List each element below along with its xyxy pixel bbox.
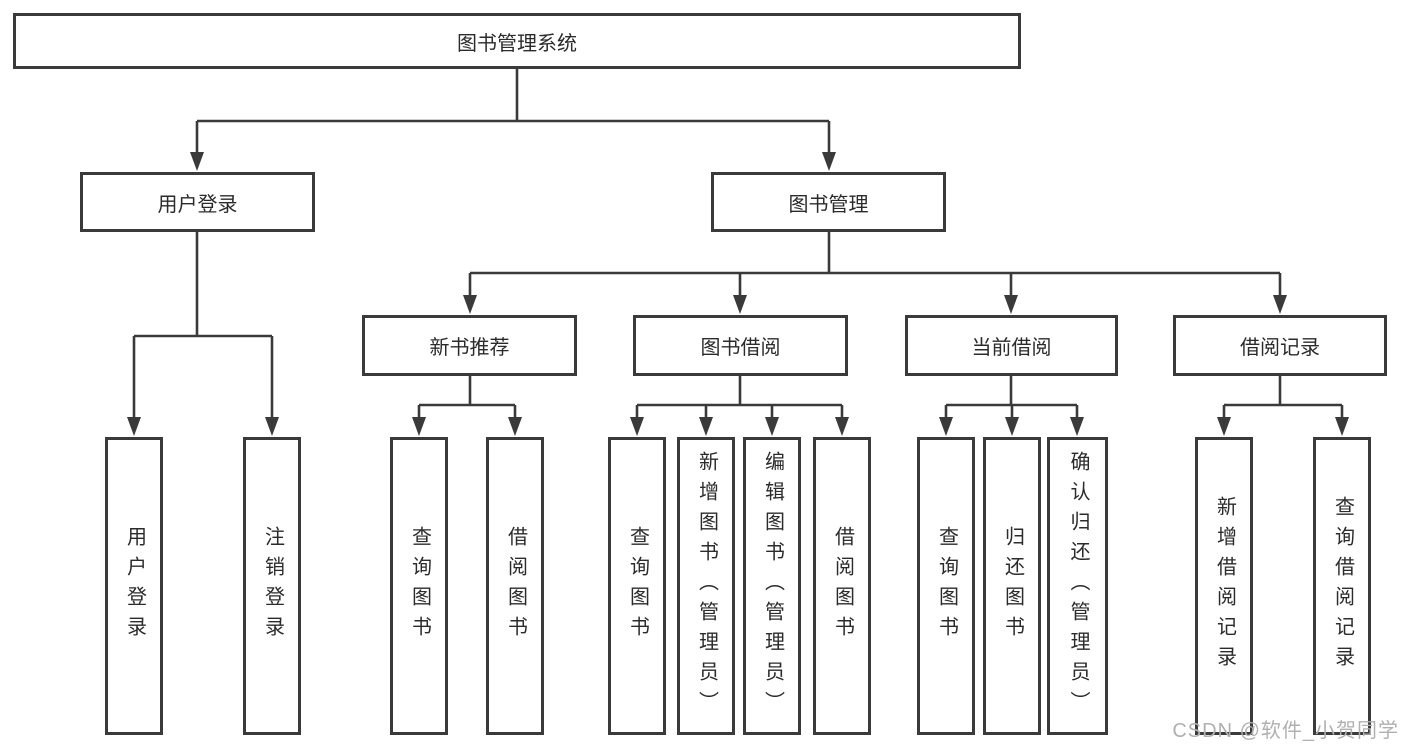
arrowhead — [1005, 417, 1019, 436]
leaf-edit-book-admin: 编辑图书（管理员） — [743, 437, 801, 735]
node-label: 图书借阅 — [700, 337, 781, 359]
leaf-borrow-books: 借阅图书 — [813, 437, 871, 735]
leaf-label: 确认归还（管理员） — [1067, 451, 1089, 721]
leaf-label: 查询图书 — [408, 526, 431, 646]
node-label: 图书管理 — [788, 193, 869, 216]
leaf-label: 新增借阅记录 — [1213, 496, 1236, 676]
arrowhead — [822, 152, 836, 171]
arrowhead — [733, 295, 747, 314]
leaf-query-books-recommend: 查询图书 — [390, 437, 448, 735]
leaf-query-books-borrow: 查询图书 — [608, 437, 666, 735]
connector-mgmt-to-level3 — [468, 232, 1282, 296]
connector-newbook-children — [417, 376, 517, 418]
leaf-return-book: 归还图书 — [983, 437, 1041, 735]
csdn-watermark: CSDN @软件_小贺同学 — [1172, 720, 1399, 742]
arrowhead — [1070, 417, 1084, 436]
connector-root-to-branches — [195, 68, 831, 153]
arrowhead — [508, 417, 522, 436]
leaf-label: 用户登录 — [123, 526, 146, 646]
leaf-label: 注销登录 — [261, 526, 284, 646]
arrowhead — [127, 417, 141, 436]
leaf-borrow-books-recommend: 借阅图书 — [486, 437, 544, 735]
node-book-management: 图书管理 — [711, 172, 946, 232]
leaf-add-borrow-record: 新增借阅记录 — [1195, 437, 1253, 735]
leaf-label: 编辑图书（管理员） — [761, 451, 784, 721]
node-label: 当前借阅 — [971, 337, 1052, 359]
leaf-label: 归还图书 — [1001, 526, 1024, 646]
leaf-label: 新增图书（管理员） — [695, 451, 718, 721]
arrowhead — [765, 417, 779, 436]
node-root: 图书管理系统 — [13, 13, 1021, 69]
connector-records-children — [1222, 376, 1344, 418]
leaf-label: 查询借阅记录 — [1331, 496, 1354, 676]
node-borrowing-records: 借阅记录 — [1173, 315, 1387, 376]
leaf-label: 查询图书 — [935, 526, 958, 646]
arrowhead — [265, 417, 279, 436]
arrowhead — [699, 417, 713, 436]
leaf-confirm-return-admin: 确认归还（管理员） — [1047, 437, 1108, 735]
arrowhead — [630, 417, 644, 436]
arrowhead — [1217, 417, 1231, 436]
leaf-query-borrow-record: 查询借阅记录 — [1313, 437, 1371, 735]
node-root-label: 图书管理系统 — [457, 32, 577, 55]
node-book-borrowing: 图书借阅 — [633, 315, 848, 376]
node-label: 用户登录 — [157, 193, 238, 216]
node-label: 借阅记录 — [1240, 337, 1320, 359]
connector-current-children — [944, 376, 1079, 418]
leaf-add-book-admin: 新增图书（管理员） — [677, 437, 735, 735]
node-current-borrowing: 当前借阅 — [905, 315, 1118, 376]
arrowhead — [1273, 295, 1287, 314]
node-label: 新书推荐 — [429, 337, 510, 359]
arrowhead — [1004, 295, 1018, 314]
arrowhead — [190, 152, 204, 171]
arrowhead — [939, 417, 953, 436]
node-new-book-recommend: 新书推荐 — [362, 315, 577, 376]
leaf-label: 借阅图书 — [831, 526, 854, 646]
arrowhead — [412, 417, 426, 436]
leaf-label: 借阅图书 — [504, 526, 527, 646]
connector-login-children — [132, 232, 274, 418]
arrowhead — [835, 417, 849, 436]
leaf-user-login: 用户登录 — [105, 437, 163, 735]
connector-borrow-children — [635, 376, 844, 418]
arrowhead — [1335, 417, 1349, 436]
arrowhead — [463, 295, 477, 314]
leaf-query-books-current: 查询图书 — [917, 437, 975, 735]
node-user-login: 用户登录 — [80, 172, 315, 232]
leaf-logout: 注销登录 — [243, 437, 301, 735]
leaf-label: 查询图书 — [626, 526, 649, 646]
